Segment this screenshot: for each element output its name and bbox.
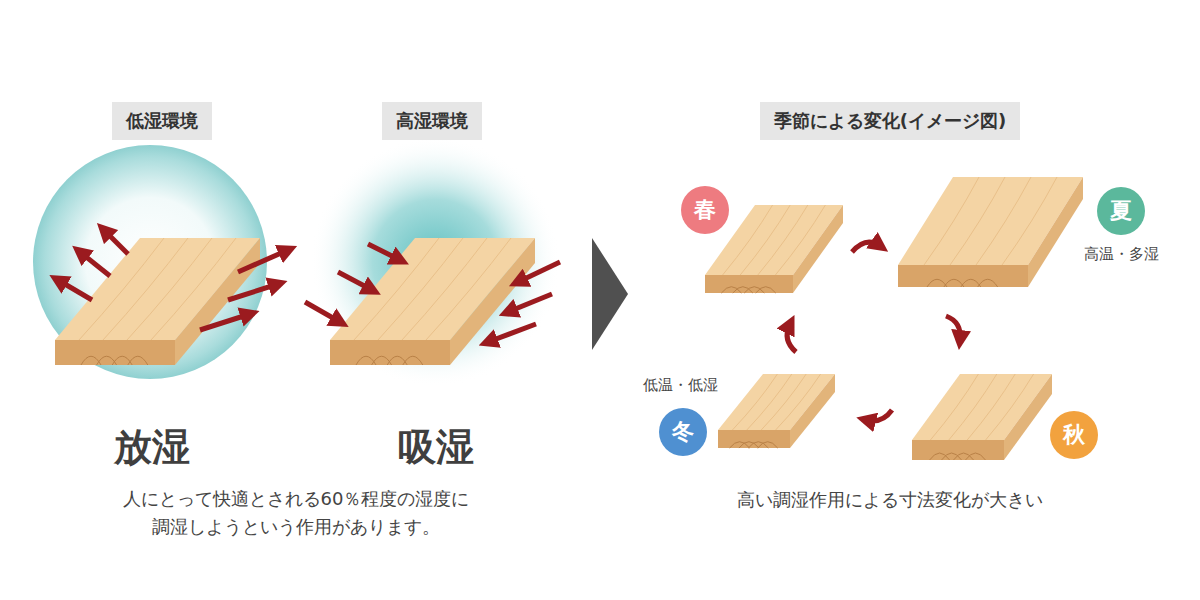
moisture-arrow [200,314,250,330]
grain-line [930,374,978,440]
end-grain [930,453,950,460]
grain-line [949,374,997,440]
wood-board [912,374,1052,460]
climate-note: 低温・低湿 [615,374,745,397]
moisture-arrow [368,244,400,260]
end-grain [97,356,117,365]
node-text: 夏 [1110,196,1132,226]
board-side [793,205,843,293]
board-side [1028,177,1083,287]
end-grain [112,356,132,365]
chevron [592,238,628,350]
season-badge: 夏 [1097,187,1145,235]
board-side [450,238,535,365]
grain-line [950,177,1005,265]
end-grain [927,279,947,287]
wood-board [330,238,535,365]
end-grain [961,279,981,287]
node-text: 季節による変化(イメージ図) [774,109,1006,133]
grain-line [402,238,487,340]
grain-line [776,374,821,430]
grain-line [426,238,511,340]
heading-tag: 高湿環境 [382,102,482,140]
wood-board [898,177,1083,287]
moisture-arrow [338,272,372,290]
board-side [175,238,260,365]
moisture-arrow [518,262,560,282]
end-grain [758,442,778,448]
grain-line [1002,177,1057,265]
climate-note: 高温・多湿 [1056,243,1186,266]
node-text: 高湿環境 [396,109,468,133]
grain-line [775,205,825,275]
moisture-arrow [228,284,278,300]
grain-line [103,238,188,340]
end-grain [978,279,998,287]
grain-line [924,177,979,265]
cycle-arrow [946,316,960,340]
node-text: 秋 [1063,420,1085,450]
end-grain [81,356,101,365]
board-front [55,340,175,365]
high-humidity-glow [310,137,560,387]
board-front [705,275,793,293]
moisture-arrow [508,294,552,312]
wood-board [718,374,835,448]
season-badge: 春 [681,186,729,234]
moisture-arrow [238,250,288,272]
board-front [330,340,450,365]
end-grain [756,287,776,293]
grain-line [79,238,164,340]
board-side [1004,374,1052,460]
season-badge: 冬 [659,408,707,456]
boards [55,177,1083,460]
end-grain [942,453,962,460]
node-text: 春 [694,195,716,225]
season-badge: 秋 [1050,411,1098,459]
low-humidity-sphere [33,145,267,379]
moisture-arrow [305,302,340,322]
effect-label: 吸湿 [336,418,536,477]
moisture-arrow [80,252,110,276]
board-front [718,430,790,448]
grain-line [967,374,1015,440]
end-grain [372,356,392,365]
heading-tag: 低湿環境 [112,102,212,140]
moisture-arrow [58,280,92,300]
grain-line [986,374,1034,440]
end-grain [128,356,148,365]
grain-line [758,205,808,275]
grain-line [127,238,212,340]
moisture-arrow [104,230,128,254]
end-grain [965,453,985,460]
note-text: 高い調湿作用による寸法変化が大きい [650,486,1130,514]
node-text: 冬 [672,417,694,447]
end-grain [944,279,964,287]
end-grain [954,453,974,460]
note-text: 人にとって快適とされる60％程度の湿度に 調湿しようという作用があります。 [36,485,556,541]
grain-line [976,177,1031,265]
end-grain [356,356,376,365]
board-front [898,265,1028,287]
end-grain [403,356,423,365]
grain-line [723,205,773,275]
node-text: 低湿環境 [126,109,198,133]
cycle-arrow [852,242,880,252]
board-top [898,177,1083,265]
effect-label: 放湿 [52,418,252,477]
grain-line [740,205,790,275]
end-grain [387,356,407,365]
moisture-arrows [58,230,960,421]
cycle-arrow [866,410,892,421]
board-front [912,440,1004,460]
moisture-arrow [488,324,536,342]
heading-tag: 季節による変化(イメージ図) [760,102,1020,140]
cycle-arrow [787,324,796,352]
